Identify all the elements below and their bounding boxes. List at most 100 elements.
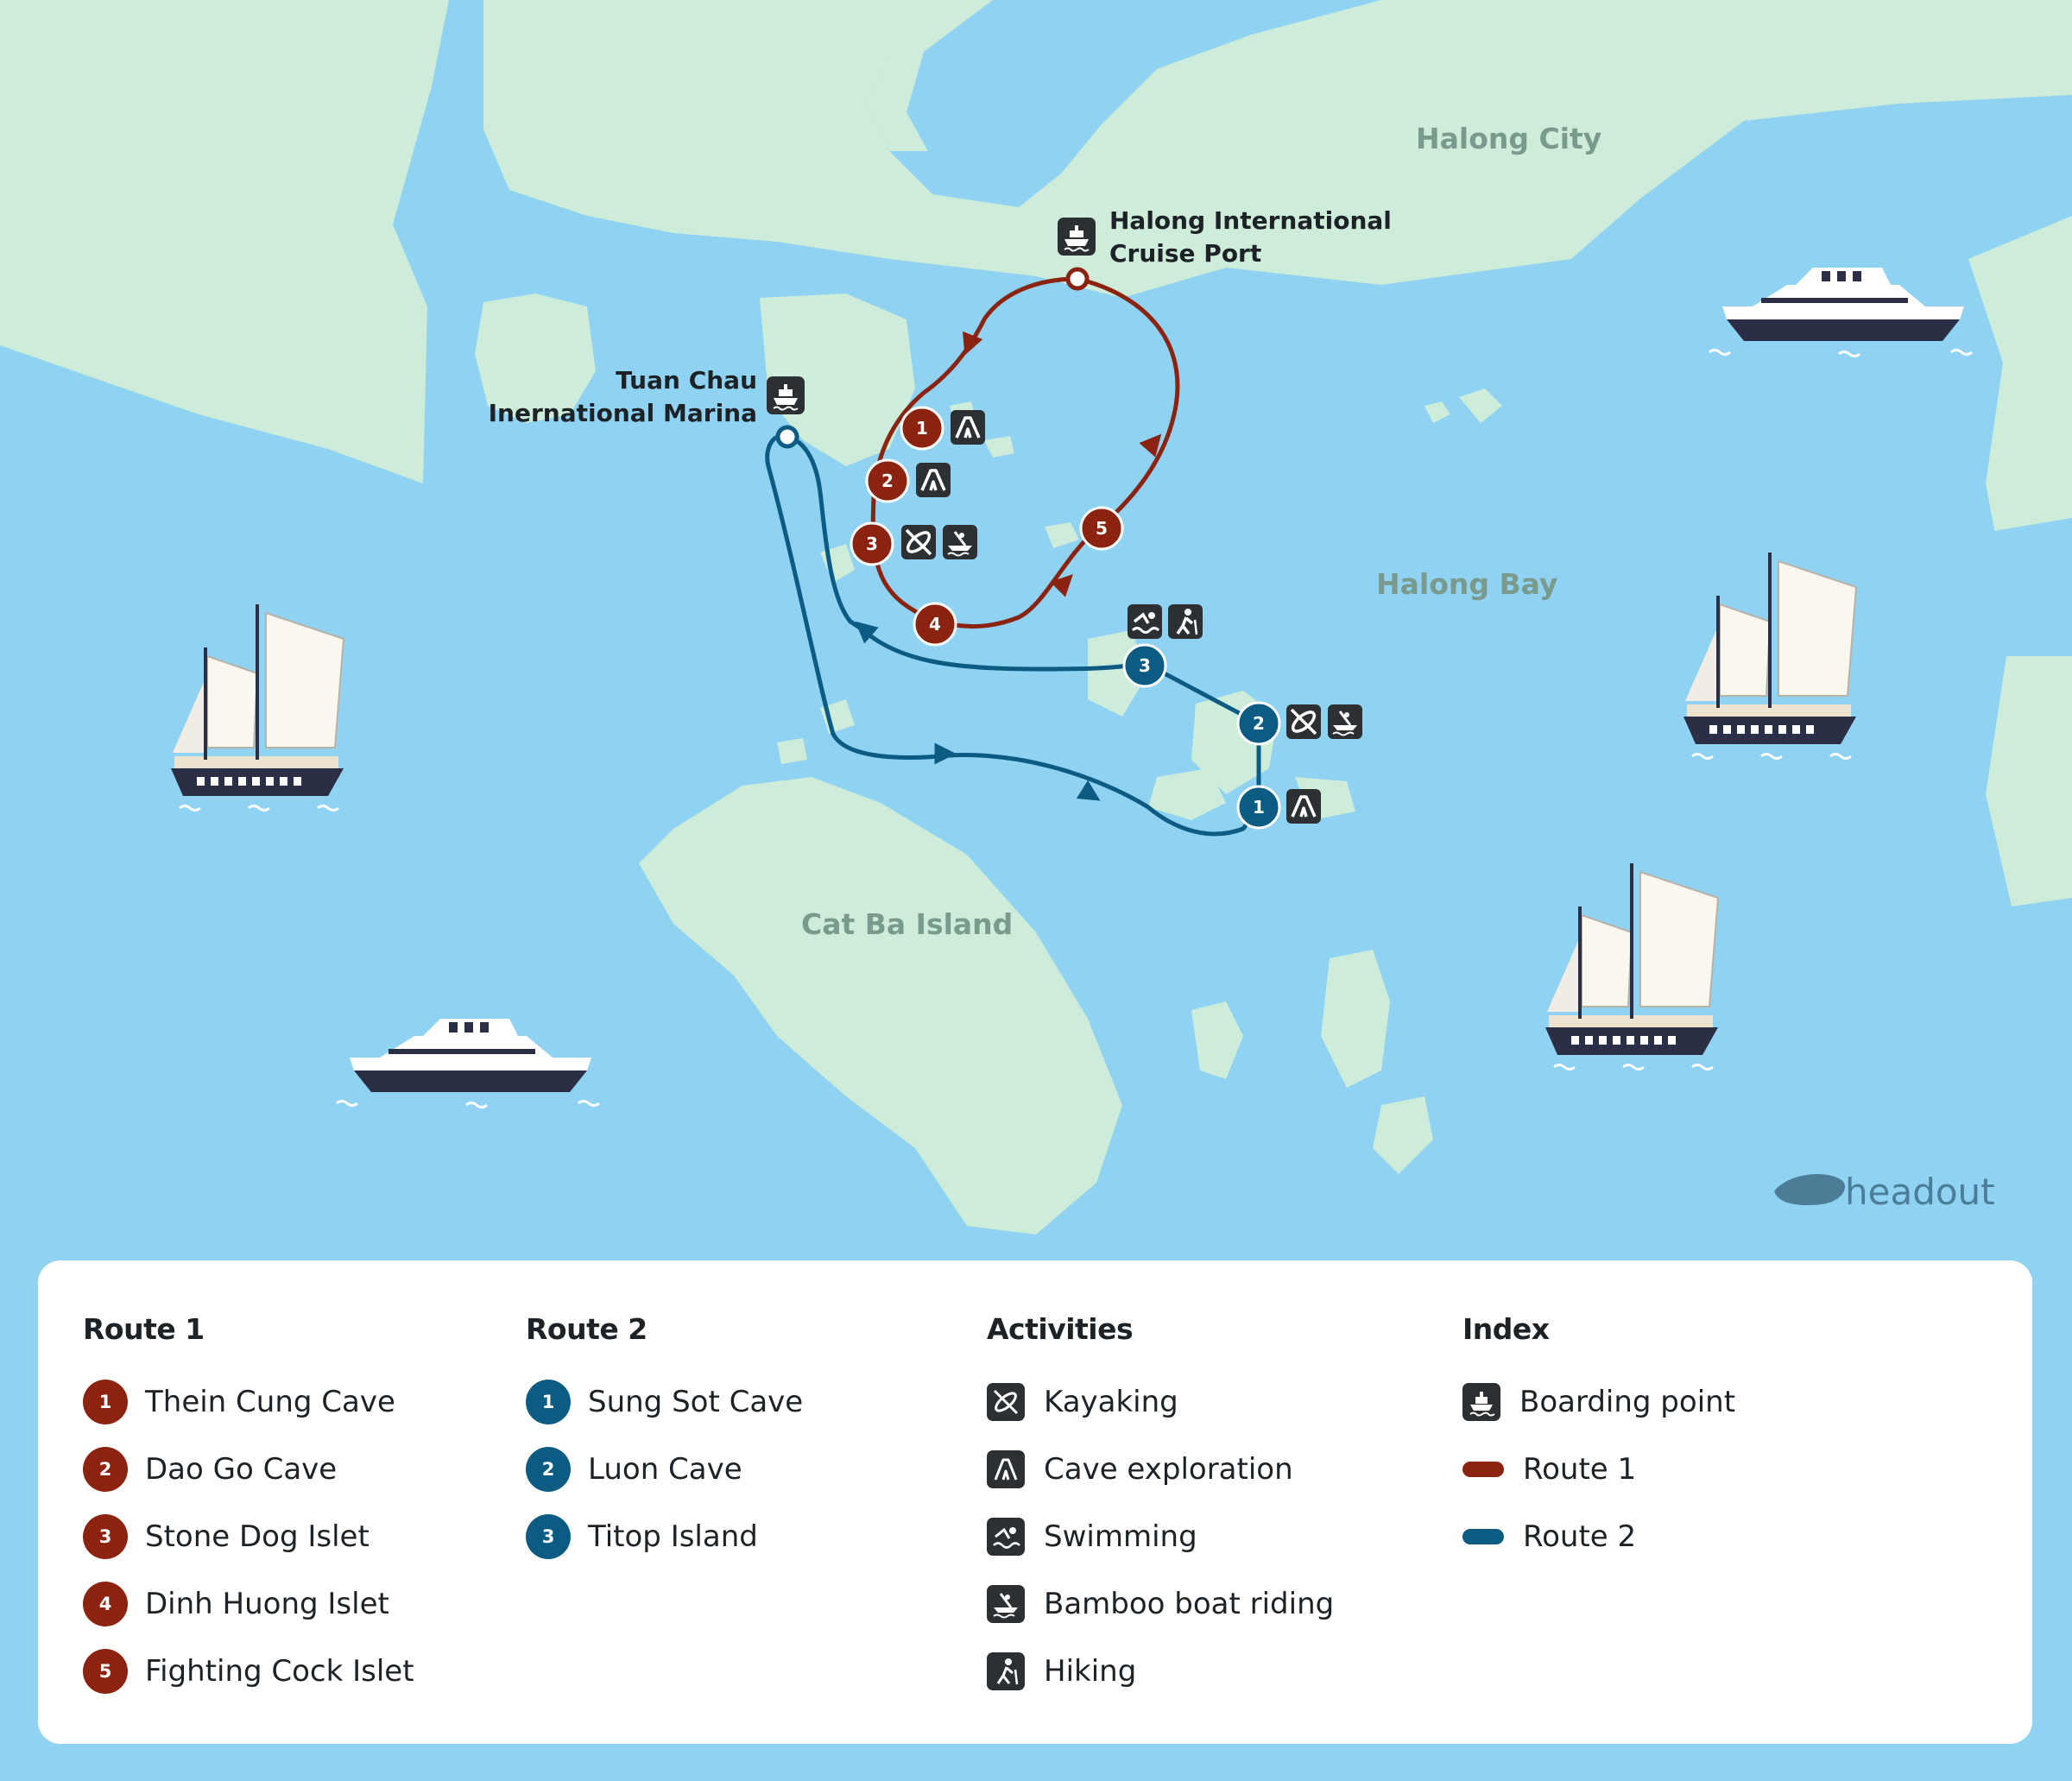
legend-index-title: Index [1462, 1312, 1550, 1346]
legend-label: Thein Cung Cave [145, 1385, 395, 1419]
route1-stop-3-number: 3 [866, 534, 878, 554]
legend-route1-item: 2 Dao Go Cave [83, 1436, 414, 1503]
cave-icon [987, 1450, 1025, 1488]
legend-label: Dao Go Cave [145, 1452, 338, 1487]
cruise-port-boarding-icon [1057, 217, 1096, 256]
legend-label: Swimming [1044, 1519, 1197, 1554]
halong-bay-label: Halong Bay [1376, 567, 1557, 601]
route2-stop-2-number: 2 [1253, 713, 1265, 734]
route2-stop-1-marker [1236, 785, 1281, 830]
route1-arrow [963, 331, 983, 356]
route1-stop-2: 2 [865, 458, 952, 503]
legend-label: Route 1 [1523, 1452, 1637, 1487]
legend-activities-title: Activities [987, 1312, 1134, 1346]
headout-wordmark: headout [1845, 1171, 1995, 1213]
legend-label: Dinh Huong Islet [145, 1587, 389, 1621]
cave-icon [949, 408, 987, 446]
cruise-port-label-line1: Halong International [1109, 206, 1392, 235]
hiking-icon [1166, 603, 1204, 641]
route1-arrow [1050, 574, 1073, 597]
route2-stop-2-marker [1236, 701, 1281, 746]
kayak-icon [987, 1383, 1025, 1421]
boarding-icon [1462, 1383, 1500, 1421]
bamboo-boat-icon [987, 1585, 1025, 1623]
tuan-chau-label: Inernational Marina [489, 399, 757, 427]
route2-swatch [1462, 1529, 1504, 1544]
legend-label: Stone Dog Islet [145, 1519, 370, 1554]
route1-stop-3-marker [850, 521, 894, 566]
route2-arrow [1076, 780, 1101, 801]
cave-icon [1285, 787, 1323, 825]
kayak-icon [1285, 703, 1323, 741]
halong-city-label: Halong City [1416, 122, 1601, 155]
legend-route1-item: 1 Thein Cung Cave [83, 1368, 414, 1436]
bamboo-boat-icon [941, 523, 979, 561]
route1-arrow [1139, 433, 1162, 458]
hiking-icon [987, 1652, 1025, 1690]
route1-stop-1-number: 1 [916, 418, 928, 439]
route1-stop-5: 5 [1079, 506, 1124, 551]
cat-ba-island-label: Cat Ba Island [801, 907, 1013, 941]
tuan-chau-boarding-icon [766, 376, 805, 415]
legend-activity-item: Kayaking [987, 1368, 1334, 1436]
legend-label: Cave exploration [1044, 1452, 1293, 1487]
legend-label: Kayaking [1044, 1385, 1178, 1419]
route1-badge: 2 [83, 1447, 128, 1492]
legend-index-item: Boarding point [1462, 1368, 1735, 1436]
route1-stop-1: 1 [900, 406, 987, 451]
legend-label: Fighting Cock Islet [145, 1654, 414, 1689]
headout-logo-mark [1774, 1174, 1846, 1206]
route1-badge: 4 [83, 1582, 128, 1626]
legend-label: Sung Sot Cave [588, 1385, 804, 1419]
bamboo-boat-icon [1326, 703, 1364, 741]
legend-activity-item: Hiking [987, 1638, 1334, 1705]
swimming-icon [987, 1518, 1025, 1556]
legend-index-item: Route 2 [1462, 1503, 1735, 1570]
route1-stop-1-marker [900, 406, 944, 451]
route1-stop-2-number: 2 [881, 471, 894, 491]
land-masses [0, 0, 2072, 1235]
legend-label: Route 2 [1523, 1519, 1637, 1554]
halong-bay-map: Halong City Halong Bay Cat Ba Island Hal… [0, 0, 2072, 1235]
legend-index: Index Boarding point Route 1 Route 2 [1462, 1312, 1735, 1570]
legend-label: Hiking [1044, 1654, 1137, 1689]
cruise-port-label-line2: Cruise Port [1109, 239, 1261, 268]
route1-swatch [1462, 1462, 1504, 1477]
route2-badge: 3 [526, 1514, 571, 1559]
tuan-chau-label-line1: Tuan Chau [616, 366, 757, 395]
legend-index-item: Route 1 [1462, 1436, 1735, 1503]
legend-label: Bamboo boat riding [1044, 1587, 1335, 1621]
route1-stop-3: 3 [850, 521, 979, 566]
route2-stop-3-marker [1122, 643, 1167, 688]
legend-route1-item: 4 Dinh Huong Islet [83, 1570, 414, 1638]
legend-activity-item: Cave exploration [987, 1436, 1334, 1503]
headout-logo: headout [1774, 1171, 1995, 1213]
route2-stop-1-number: 1 [1253, 797, 1265, 818]
route1-stop-4-marker [913, 602, 957, 647]
route1-stop-4: 4 [913, 602, 957, 647]
tuan-chau-label: Tuan Chau [616, 366, 757, 395]
route2-path [765, 433, 1261, 837]
cruise-port-label: Cruise Port [1109, 239, 1261, 268]
tuan-chau-boarding-point [775, 425, 799, 449]
route1-stop-5-marker [1079, 506, 1124, 551]
cruise-port-boarding-point [1065, 267, 1090, 291]
legend-route1-title: Route 1 [83, 1312, 205, 1346]
route1-badge: 1 [83, 1380, 128, 1424]
route1-stop-4-number: 4 [929, 614, 941, 635]
route2-stop-3: 3 [1122, 603, 1204, 688]
route1-stop-2-marker [865, 458, 910, 503]
route2-stop-1: 1 [1236, 785, 1323, 830]
legend-activity-item: Swimming [987, 1503, 1334, 1570]
legend-label: Boarding point [1519, 1385, 1736, 1419]
route2-stop-3-number: 3 [1139, 655, 1151, 676]
legend-activities: Activities Kayaking Cave exploration Swi… [987, 1312, 1334, 1705]
